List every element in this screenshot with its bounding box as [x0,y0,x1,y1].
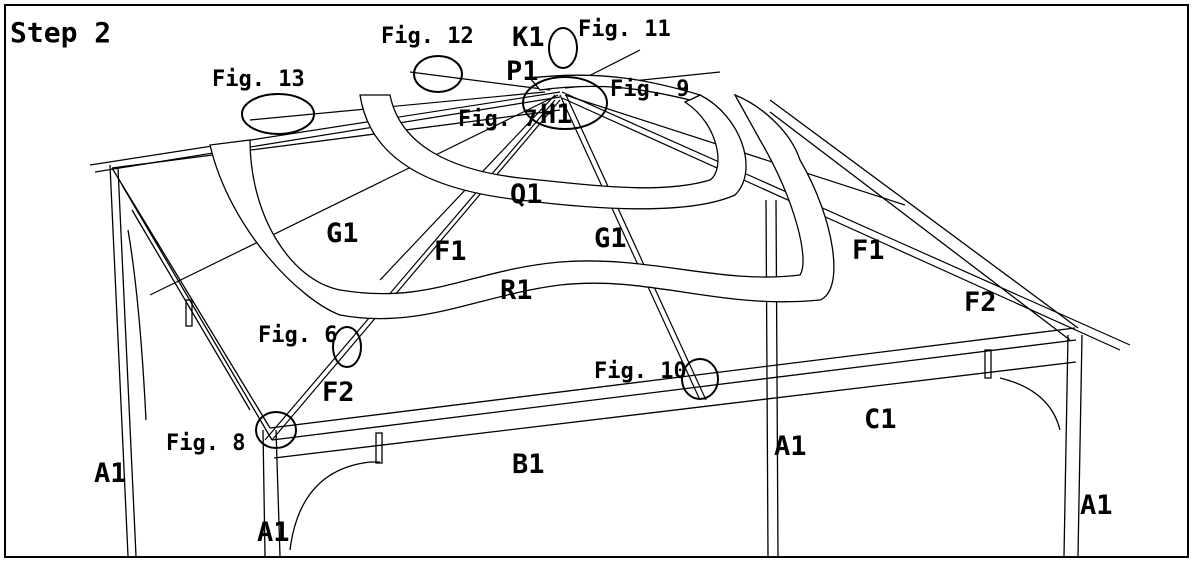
beam-insert [375,432,383,464]
beam-insert [185,299,193,327]
fig9-label: Fig. 9 [610,77,689,102]
lower-frame [111,99,1079,464]
part-p1-label: P1 [506,56,539,87]
part-g1-right-label: G1 [594,223,627,254]
fig8-circle [255,411,297,449]
rafter-g1-left [149,94,559,296]
part-a1-middle-label: A1 [774,431,807,462]
detail-circles [241,27,719,449]
beam-left-side-mid [121,184,273,441]
beam-back-left [111,109,561,169]
brace-front [289,461,380,551]
part-f1-right-label: F1 [852,235,885,266]
canopy-top-strip [528,74,702,101]
part-a1-front-label: A1 [257,517,290,548]
fig11-circle [548,27,578,69]
fig10-label: Fig. 10 [594,359,687,384]
beam-b1-c1-mid [271,339,1077,441]
beam-insert [984,349,992,379]
rafter-back-left [89,91,561,166]
beam-right-side-top [769,99,1079,329]
part-b1-label: B1 [512,449,545,480]
beam-b1-c1-top [269,327,1076,429]
beam-b1-c1-bottom [273,361,1077,459]
brace-right [999,377,1061,431]
legs [109,164,1083,557]
rafter-back-fig13 [249,91,546,121]
part-f2-left-label: F2 [322,377,355,408]
part-q1-label: Q1 [510,179,543,210]
fig10-circle [681,358,719,400]
fig13-label: Fig. 13 [212,67,305,92]
part-a1-far-left-label: A1 [94,458,127,489]
beam-right-side-mid [769,111,1071,341]
fig13-circle [241,93,315,135]
rafter-back-fig12 [409,71,551,91]
part-k1-label: K1 [512,22,545,53]
part-f2-right-label: F2 [964,287,997,318]
diagram-border [4,4,1189,558]
part-f1-left-label: F1 [434,236,467,267]
beam-left-side-top [111,167,271,429]
fig12-circle [413,55,463,93]
part-h1-label: H1 [540,99,573,130]
rafter-front-f2 [264,99,556,441]
rafter-right-f2-2 [561,97,1121,351]
fig11-label: Fig. 11 [578,17,671,42]
part-g1-left-label: G1 [326,218,359,249]
brace-far-left [127,229,147,421]
fig6-label: Fig. 6 [258,323,337,348]
fig6-circle [332,326,362,368]
roof-rafters [89,49,1131,441]
canopy-ribbons [209,74,835,320]
rafter-g1-right-2 [565,94,707,401]
rafter-back-left-2 [94,96,561,173]
part-r1-label: R1 [500,275,533,306]
part-a1-right-label: A1 [1080,490,1113,521]
fig8-label: Fig. 8 [166,431,245,456]
beam-left-side-low [131,209,251,411]
part-c1-label: C1 [864,404,897,435]
leg-right [1063,334,1083,557]
step-title: Step 2 [10,16,111,49]
rafter-right-f2 [561,91,1131,346]
fig12-label: Fig. 12 [381,24,474,49]
rafter-front-f2-2 [271,99,561,441]
rafter-g1-right [559,94,701,401]
fig7-label: Fig. 7 [458,107,537,132]
leg-far-left [109,164,137,557]
canopy-r1 [209,93,835,320]
leg-front [262,429,281,557]
fig9-circle [522,76,608,130]
